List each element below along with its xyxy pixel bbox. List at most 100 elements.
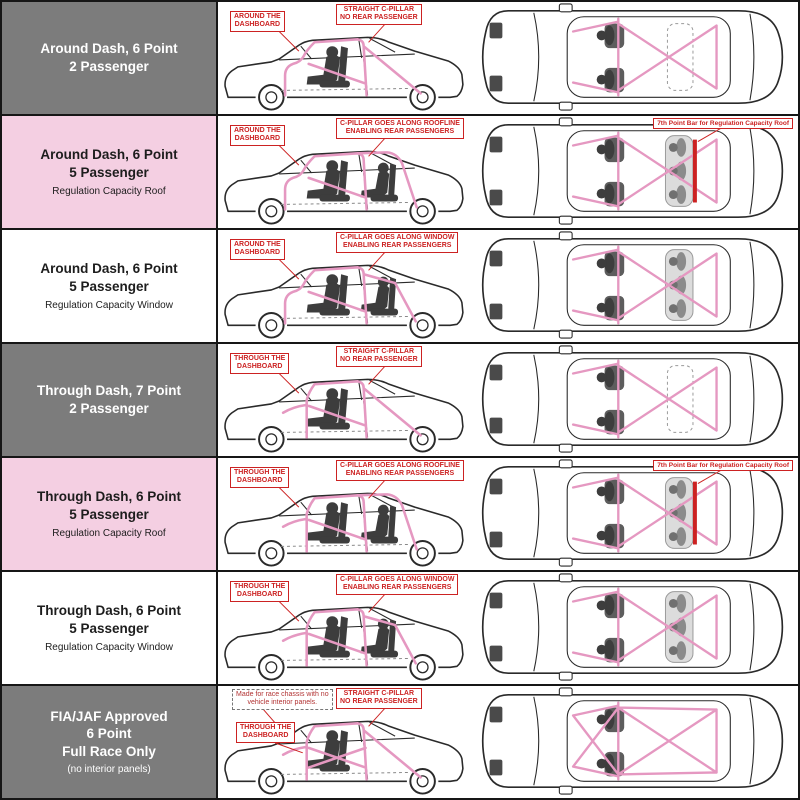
seventh-point-callout: 7th Point Bar for Regulation Capacity Ro… [653, 460, 793, 471]
side-view-cell: AROUND THE DASHBOARD C-PILLAR GOES ALONG… [218, 116, 472, 228]
callout-line: THROUGH THE [240, 724, 292, 731]
top-view-cell [472, 2, 798, 114]
label-line: Full Race Only [62, 743, 156, 759]
car-side-diagram [224, 21, 464, 111]
side-view-cell: THROUGH THE DASHBOARD C-PILLAR GOES ALON… [218, 458, 472, 570]
dashboard-callout: AROUND THE DASHBOARD [230, 239, 285, 260]
top-view-cell: 7th Point Bar for Regulation Capacity Ro… [472, 116, 798, 228]
c-pillar-callout: STRAIGHT C-PILLAR NO REAR PASSENGER [336, 4, 422, 25]
callout-line: DASHBOARD [236, 591, 283, 599]
config-label: FIA/JAF Approved 6 Point Full Race Only … [2, 686, 218, 798]
c-pillar-callout: STRAIGHT C-PILLAR NO REAR PASSENGER [336, 688, 422, 709]
config-label: Around Dash, 6 Point 5 Passenger Regulat… [2, 116, 218, 228]
dashboard-callout: THROUGH THE DASHBOARD [230, 353, 290, 374]
seventh-point-callout: 7th Point Bar for Regulation Capacity Ro… [653, 118, 793, 129]
label-line: Through Dash, 6 Point [37, 489, 181, 505]
car-side-diagram [224, 705, 464, 795]
row-around-dash-6pt-2pass: Around Dash, 6 Point 2 Passenger AROUND … [2, 2, 798, 114]
car-side-diagram [224, 477, 464, 567]
config-label: Around Dash, 6 Point 5 Passenger Regulat… [2, 230, 218, 342]
label-line: Around Dash, 6 Point [40, 41, 178, 57]
callout-line: NO REAR PASSENGER [340, 356, 418, 364]
top-view-cell [472, 572, 798, 684]
label-line: Through Dash, 6 Point [37, 603, 181, 619]
callout-line: THROUGH THE [234, 469, 286, 476]
car-side-diagram [224, 591, 464, 681]
callout-line: STRAIGHT C-PILLAR [343, 690, 415, 697]
callout-line: C-PILLAR GOES ALONG WINDOW [340, 576, 455, 583]
label-line: 6 Point [86, 726, 132, 742]
car-top-diagram [481, 687, 784, 795]
label-line: 5 Passenger [69, 621, 149, 636]
row-through-dash-6pt-5pass-window: Through Dash, 6 Point 5 Passenger Regula… [2, 570, 798, 684]
callout-line: STRAIGHT C-PILLAR [343, 6, 415, 13]
callout-line: NO REAR PASSENGER [340, 698, 418, 706]
callout-line: vehicle interior panels. [247, 699, 318, 707]
callout-line: ENABLING REAR PASSENGERS [345, 470, 455, 478]
car-top-diagram [481, 117, 784, 225]
callout-line: ENABLING REAR PASSENGERS [343, 584, 452, 592]
callout-line: DASHBOARD [234, 135, 281, 143]
c-pillar-callout: C-PILLAR GOES ALONG WINDOW ENABLING REAR… [336, 232, 459, 253]
car-side-diagram [224, 363, 464, 453]
race-chassis-note: Made for race chassis with no vehicle in… [232, 689, 333, 710]
top-view-cell: 7th Point Bar for Regulation Capacity Ro… [472, 458, 798, 570]
callout-line: C-PILLAR GOES ALONG WINDOW [340, 234, 455, 241]
label-subline: (no interior panels) [67, 764, 151, 776]
car-top-diagram [481, 3, 784, 111]
callout-line: THROUGH THE [234, 583, 286, 590]
callout-line: DASHBOARD [236, 363, 283, 371]
dashboard-callout: THROUGH THE DASHBOARD [230, 467, 290, 488]
side-view-cell: THROUGH THE DASHBOARD STRAIGHT C-PILLAR … [218, 344, 472, 456]
row-through-dash-6pt-5pass-roof: Through Dash, 6 Point 5 Passenger Regula… [2, 456, 798, 570]
top-view-cell [472, 686, 798, 798]
callout-line: AROUND THE [234, 127, 281, 134]
label-line: 2 Passenger [69, 59, 149, 74]
callout-line: C-PILLAR GOES ALONG ROOFLINE [340, 120, 460, 127]
callout-line: Made for race chassis with no [236, 691, 329, 698]
callout-line: NO REAR PASSENGER [340, 14, 418, 22]
c-pillar-callout: C-PILLAR GOES ALONG WINDOW ENABLING REAR… [336, 574, 459, 595]
config-label: Through Dash, 6 Point 5 Passenger Regula… [2, 572, 218, 684]
config-label: Through Dash, 7 Point 2 Passenger [2, 344, 218, 456]
label-line: FIA/JAF Approved [50, 708, 168, 724]
label-line: 5 Passenger [69, 279, 149, 294]
callout-line: ENABLING REAR PASSENGERS [343, 242, 452, 250]
dashboard-callout: AROUND THE DASHBOARD [230, 11, 285, 32]
callout-line: STRAIGHT C-PILLAR [343, 348, 415, 355]
label-subline: Regulation Capacity Window [45, 299, 173, 311]
config-label: Through Dash, 6 Point 5 Passenger Regula… [2, 458, 218, 570]
dashboard-callout: THROUGH THE DASHBOARD [236, 722, 296, 743]
c-pillar-callout: C-PILLAR GOES ALONG ROOFLINE ENABLING RE… [336, 460, 464, 481]
c-pillar-callout: STRAIGHT C-PILLAR NO REAR PASSENGER [336, 346, 422, 367]
label-subline: Regulation Capacity Roof [52, 185, 166, 197]
label-line: Through Dash, 7 Point [37, 383, 181, 399]
callout-line: THROUGH THE [234, 355, 286, 362]
config-label: Around Dash, 6 Point 2 Passenger [2, 2, 218, 114]
callout-line: AROUND THE [234, 241, 281, 248]
side-view-cell: AROUND THE DASHBOARD C-PILLAR GOES ALONG… [218, 230, 472, 342]
dashboard-callout: AROUND THE DASHBOARD [230, 125, 285, 146]
label-line: 5 Passenger [69, 507, 149, 522]
callout-line: AROUND THE [234, 13, 281, 20]
label-line: 2 Passenger [69, 401, 149, 416]
row-around-dash-6pt-5pass-roof: Around Dash, 6 Point 5 Passenger Regulat… [2, 114, 798, 228]
car-top-diagram [481, 231, 784, 339]
callout-line: DASHBOARD [234, 249, 281, 257]
callout-line: ENABLING REAR PASSENGERS [345, 128, 455, 136]
row-through-dash-7pt-2pass: Through Dash, 7 Point 2 Passenger THROUG… [2, 342, 798, 456]
c-pillar-callout: C-PILLAR GOES ALONG ROOFLINE ENABLING RE… [336, 118, 464, 139]
label-line: Around Dash, 6 Point [40, 261, 178, 277]
top-view-cell [472, 344, 798, 456]
car-side-diagram [224, 249, 464, 339]
top-view-cell [472, 230, 798, 342]
callout-line: DASHBOARD [236, 477, 283, 485]
dashboard-callout: THROUGH THE DASHBOARD [230, 581, 290, 602]
row-fia-jaf-6pt-full-race: FIA/JAF Approved 6 Point Full Race Only … [2, 684, 798, 798]
callout-line: DASHBOARD [234, 21, 281, 29]
callout-line: C-PILLAR GOES ALONG ROOFLINE [340, 462, 460, 469]
label-line: Around Dash, 6 Point [40, 147, 178, 163]
row-around-dash-6pt-5pass-window: Around Dash, 6 Point 5 Passenger Regulat… [2, 228, 798, 342]
callout-line: DASHBOARD [242, 732, 289, 740]
